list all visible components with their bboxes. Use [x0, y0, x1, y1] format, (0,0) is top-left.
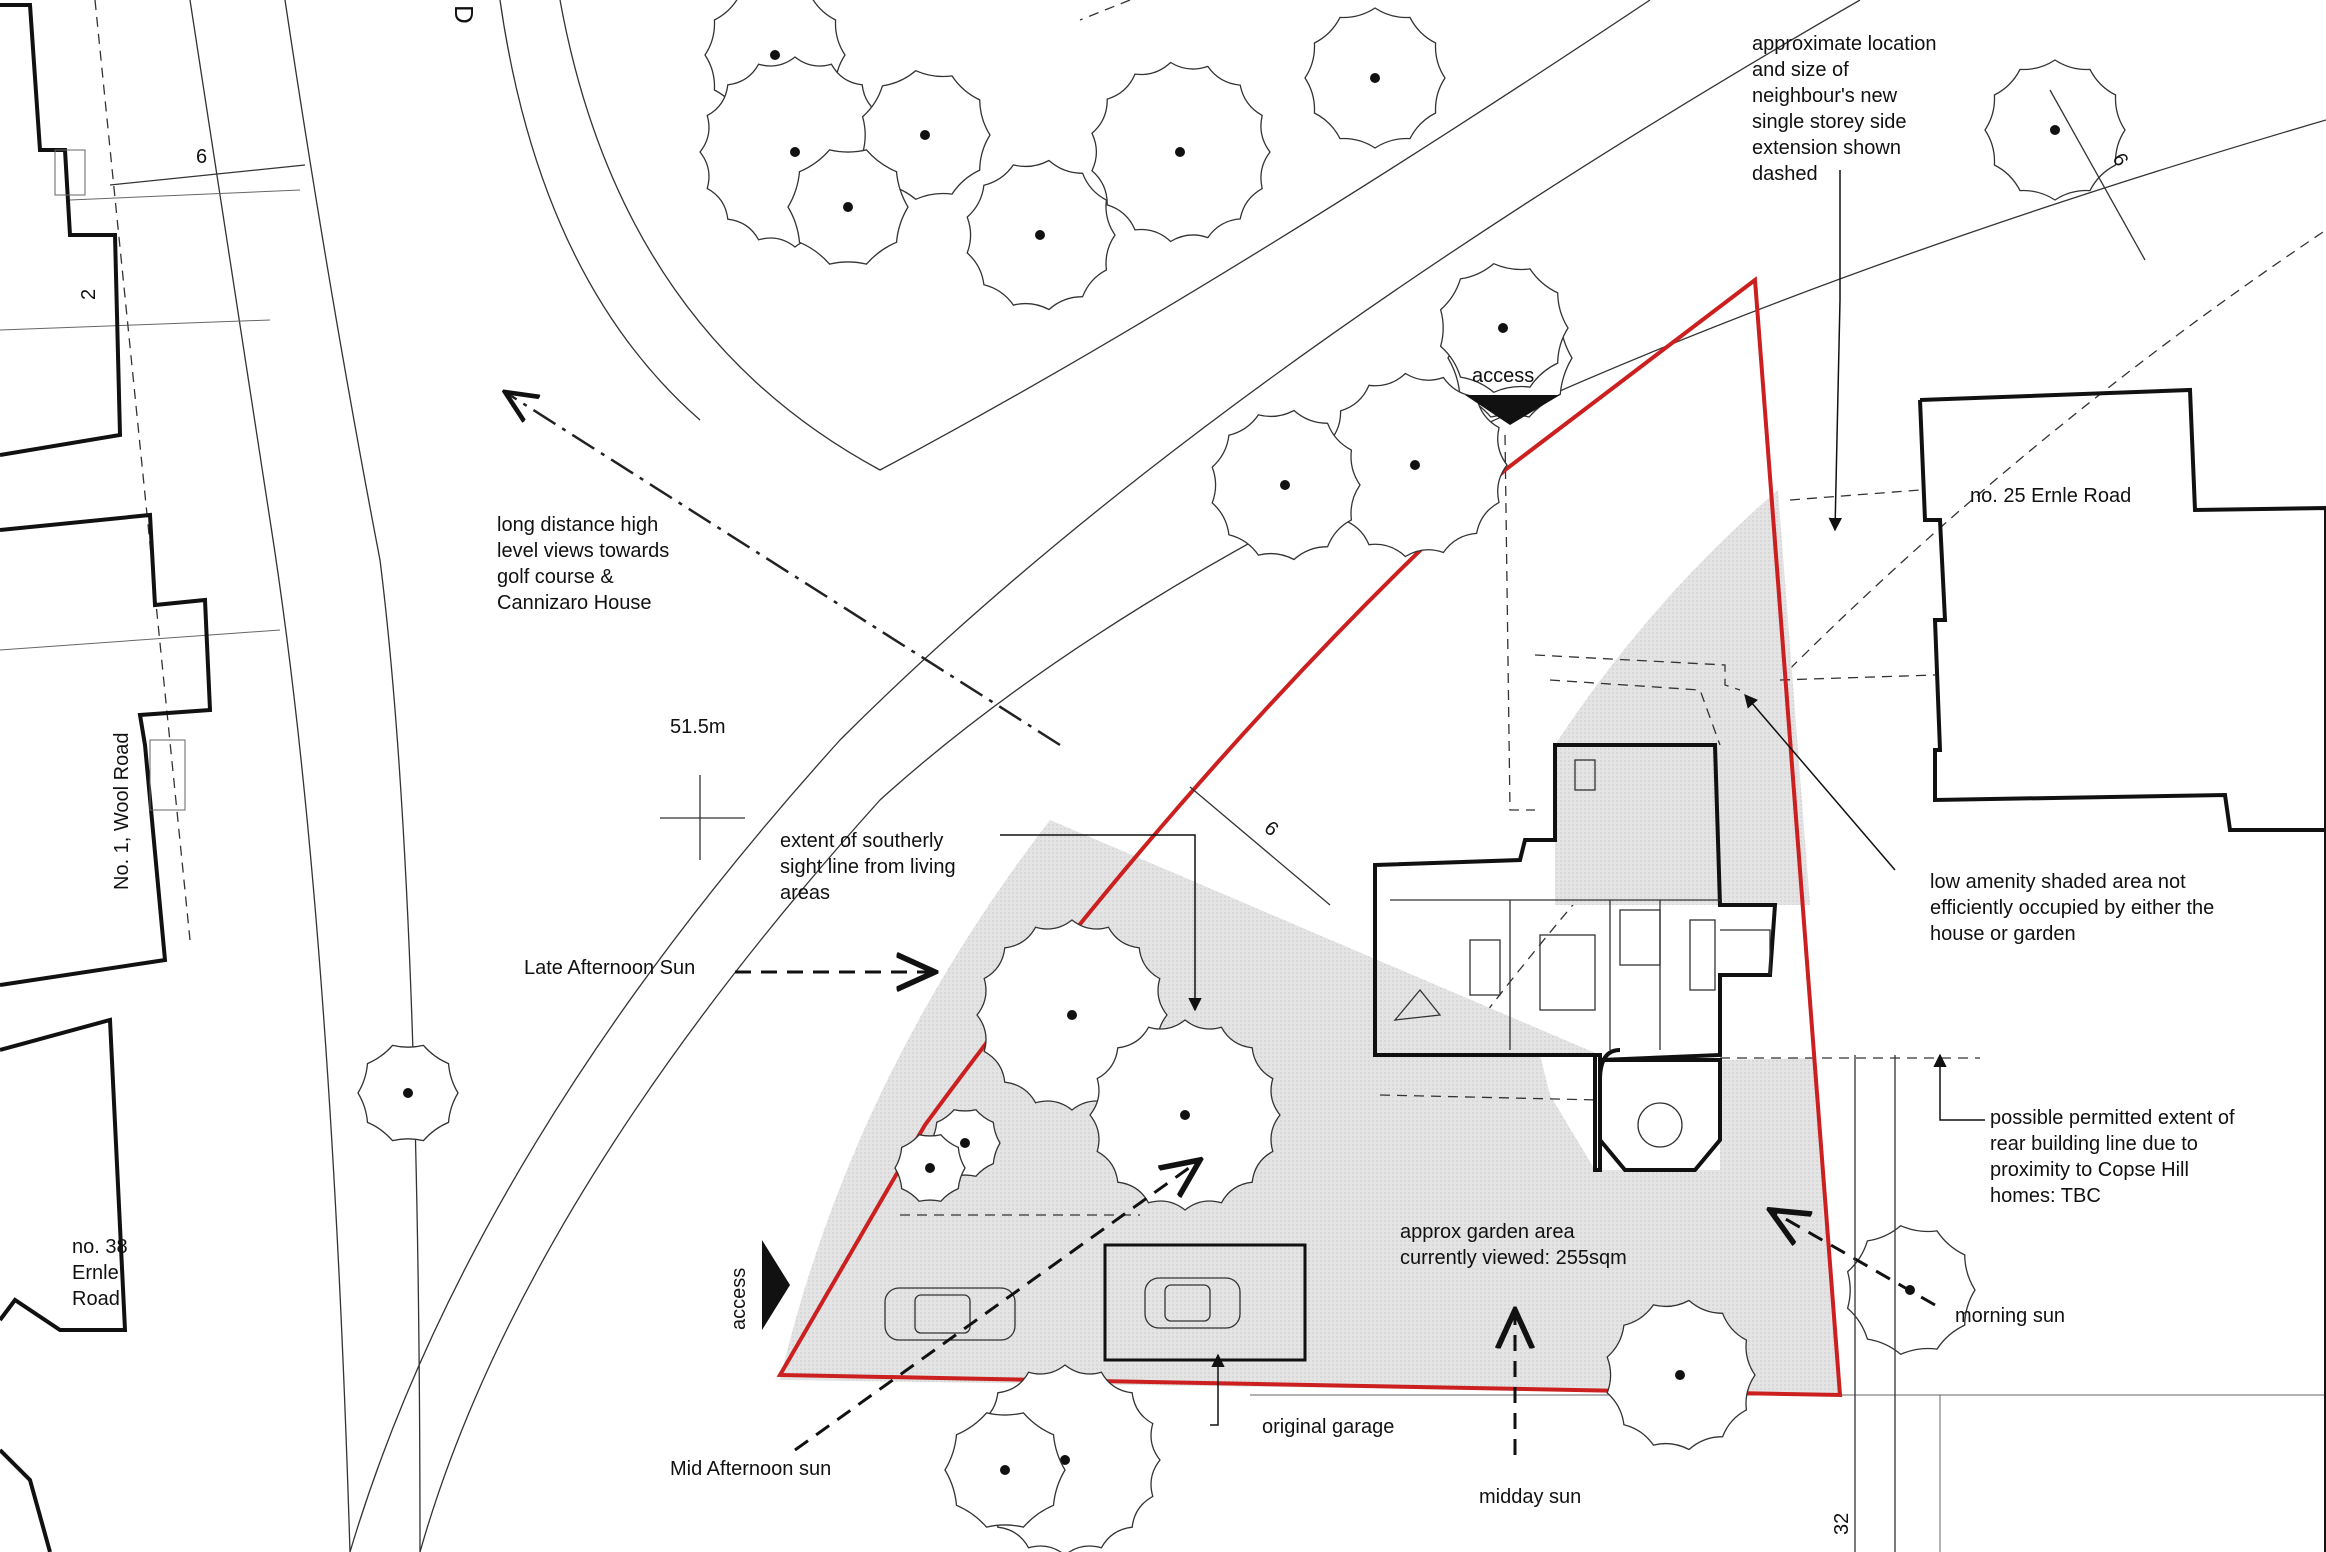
views-note: long distance high level views towards g…: [497, 514, 675, 614]
level-marker: [660, 775, 745, 860]
trees: [357, 0, 2126, 1552]
tree-trunk: [1370, 73, 1380, 83]
sightline-note: extent of southerly sight line from livi…: [780, 830, 961, 904]
tree-trunk: [790, 147, 800, 157]
tree-trunk: [1498, 323, 1508, 333]
mid-sun-arrow: [794, 1160, 1200, 1452]
tree-trunk: [1280, 480, 1290, 490]
labels: access access approximate location and s…: [72, 5, 2240, 1535]
wool-road-label: No. 1, Wool Road: [111, 733, 133, 891]
permitted-note: possible permitted extent of rear buildi…: [1990, 1107, 2240, 1207]
mid-sun-label: Mid Afternoon sun: [670, 1458, 831, 1480]
tree-trunk: [1180, 1110, 1190, 1120]
tree-trunk: [1035, 230, 1045, 240]
extension-note: approximate location and size of neighbo…: [1752, 33, 1942, 185]
tree-trunk: [843, 202, 853, 212]
tree-trunk: [920, 130, 930, 140]
shaded-areas: [780, 490, 1840, 1395]
tree-trunk: [1175, 147, 1185, 157]
garden-note: approx garden area currently viewed: 255…: [1400, 1221, 1627, 1269]
tree-trunk: [1000, 1465, 1010, 1475]
views-arrow: [505, 392, 1061, 747]
neighbour-no25: [1918, 387, 2326, 1552]
tree-trunk: [770, 50, 780, 60]
left-buildings: [0, 3, 213, 1552]
no38-label: no. 38 Ernle Road: [72, 1236, 133, 1310]
morning-sun-arrow: [1770, 1210, 1936, 1307]
dim-2: 2: [78, 289, 100, 300]
tree-trunk: [960, 1138, 970, 1148]
tree-trunk: [1410, 460, 1420, 470]
access-markers: [762, 395, 1560, 1330]
no25-label: no. 25 Ernle Road: [1970, 485, 2131, 507]
tree-trunk: [2050, 125, 2060, 135]
annotation-arrows: [505, 170, 1985, 1455]
dimensions: [109, 89, 2146, 1552]
access-top-label: access: [1472, 365, 1534, 387]
tree-trunk: [403, 1088, 413, 1098]
dim-6-tree: 6: [1260, 817, 1283, 841]
access-left-label: access: [728, 1268, 750, 1330]
tree-trunk: [925, 1163, 935, 1173]
midday-sun-label: midday sun: [1479, 1486, 1581, 1508]
dim-32: 32: [1831, 1513, 1853, 1535]
level-label: 51.5m: [670, 716, 726, 738]
road: [189, 0, 2326, 1552]
low-amenity-note: low amenity shaded area not efficiently …: [1930, 871, 2220, 945]
house: [1373, 743, 1778, 1172]
road-letter: D: [449, 5, 479, 24]
morning-sun-label: morning sun: [1955, 1305, 2065, 1327]
dim-6-top: 6: [196, 146, 207, 168]
tree-trunk: [1675, 1370, 1685, 1380]
garage-label: original garage: [1262, 1416, 1394, 1438]
late-sun-label: Late Afternoon Sun: [524, 957, 695, 979]
tree-trunk: [1067, 1010, 1077, 1020]
tree-trunk: [1060, 1455, 1070, 1465]
